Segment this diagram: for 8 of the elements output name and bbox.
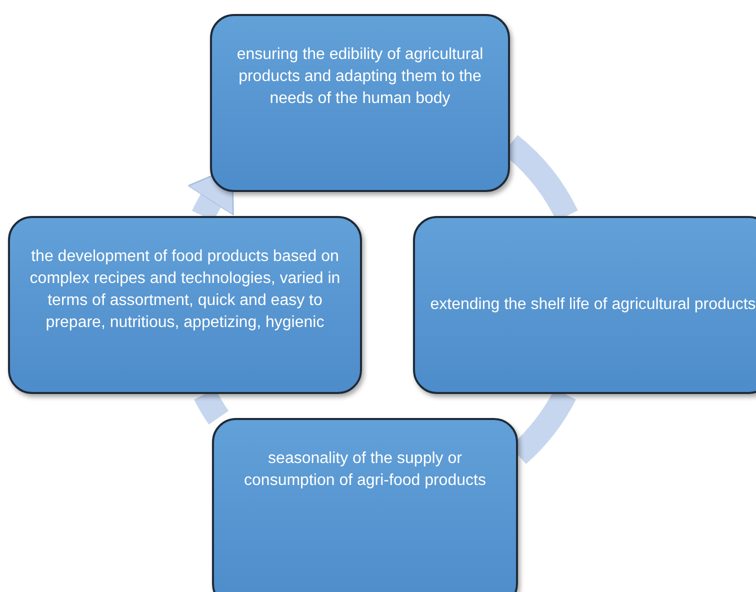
- box-text: ensuring the edibility of agricultural products and adapting them to the needs of the human body: [236, 45, 484, 110]
- rounded-box: [210, 14, 510, 192]
- box-text: extending the shelf life of agricultural products: [430, 294, 756, 315]
- box-text: seasonality of the supply or consumption of agri-food products: [243, 449, 487, 492]
- rounded-box: [413, 216, 756, 394]
- rounded-box: [8, 216, 362, 394]
- rounded-box: [212, 418, 518, 592]
- box-text: the development of food products based on complex recipes and technologies, varied in terms of assortment, quick and easy to prepare, nutritious, appetizing, hygienic: [28, 247, 342, 334]
